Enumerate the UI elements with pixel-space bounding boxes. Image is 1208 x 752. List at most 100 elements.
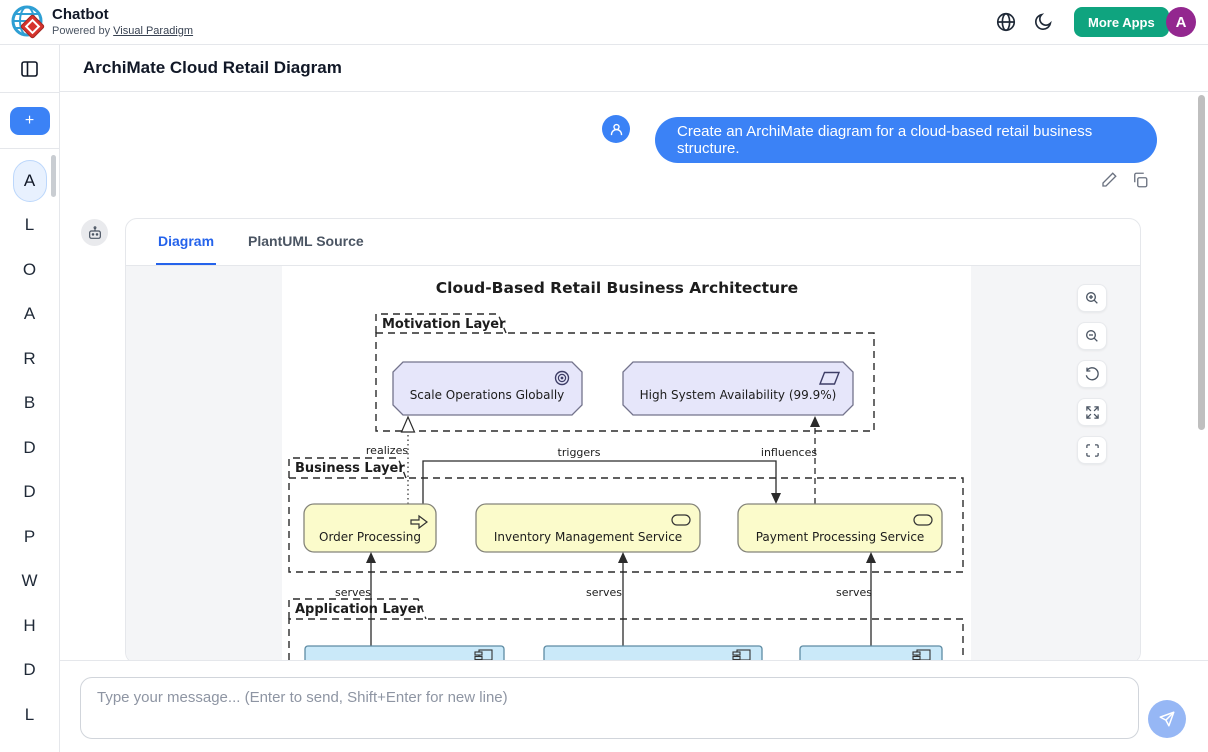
bot-avatar	[81, 219, 108, 246]
fullscreen-button[interactable]	[1077, 436, 1107, 464]
diagram-title: Cloud-Based Retail Business Architecture	[436, 279, 798, 297]
svg-text:serves: serves	[586, 586, 622, 599]
conversation-item[interactable]: H	[23, 615, 36, 635]
element-app-component-2	[543, 645, 763, 660]
sidebar-scrollbar[interactable]	[51, 155, 56, 197]
goal-target-icon	[560, 376, 564, 380]
relation-serves-1: serves	[335, 552, 376, 646]
conversation-item[interactable]: D	[23, 660, 36, 679]
business-service-icon	[671, 514, 691, 526]
element-outcome-availability: High System Availability (99.9%)	[622, 361, 854, 416]
composer-footer	[60, 660, 1208, 752]
diagram-viewport[interactable]: Cloud-Based Retail Business Architecture…	[126, 266, 1140, 660]
robot-icon	[88, 225, 101, 239]
layer-label-application: Application Layer	[295, 602, 423, 617]
element-goal-scale-operations: Scale Operations Globally	[392, 361, 583, 416]
app-title: Chatbot	[52, 6, 109, 23]
tab-plantuml-source[interactable]: PlantUML Source	[248, 233, 364, 249]
svg-text:High System Availability (99.9: High System Availability (99.9%)	[640, 388, 837, 402]
zoom-out-button[interactable]	[1077, 322, 1107, 350]
plus-icon: +	[24, 112, 35, 129]
svg-text:influences: influences	[761, 446, 817, 459]
dark-mode-moon-icon[interactable]	[1032, 11, 1054, 33]
diagram-zoom-controls	[1077, 284, 1107, 474]
reset-view-button[interactable]	[1077, 360, 1107, 388]
new-chat-button[interactable]: +	[9, 107, 50, 135]
conversation-item[interactable]: P	[23, 526, 36, 546]
zoom-out-icon	[1086, 330, 1098, 342]
svg-text:realizes: realizes	[366, 444, 408, 457]
sidebar-toggle-button[interactable]	[16, 55, 44, 83]
tab-diagram[interactable]: Diagram	[156, 219, 217, 265]
conversation-titlebar: ArchiMate Cloud Retail Diagram	[60, 45, 1208, 92]
archimate-diagram-image: Cloud-Based Retail Business Architecture…	[282, 266, 971, 660]
relation-realizes: realizes	[366, 415, 416, 504]
conversation-item[interactable]: A	[23, 304, 36, 323]
element-app-component-1	[304, 645, 505, 660]
visual-paradigm-link[interactable]: Visual Paradigm	[113, 25, 194, 37]
svg-text:Payment Processing Service: Payment Processing Service	[756, 530, 925, 544]
expand-arrows-icon	[1085, 405, 1099, 419]
element-inventory-service: Inventory Management Service	[475, 503, 701, 553]
fullscreen-icon	[1085, 443, 1099, 457]
svg-text:Order Processing: Order Processing	[319, 530, 421, 544]
conversation-item[interactable]: L	[24, 704, 35, 724]
element-app-component-3	[799, 645, 943, 660]
element-payment-service: Payment Processing Service	[737, 503, 943, 553]
relation-triggers: triggers	[422, 446, 781, 504]
chat-scrollbar[interactable]	[1198, 95, 1205, 430]
edit-message-icon[interactable]	[1100, 171, 1118, 189]
message-actions	[1100, 171, 1149, 189]
component-icon	[474, 649, 493, 660]
powered-by: Powered by Visual Paradigm	[52, 25, 194, 37]
send-button[interactable]	[1148, 700, 1186, 738]
svg-text:serves: serves	[836, 586, 872, 599]
zoom-in-button[interactable]	[1077, 284, 1107, 312]
conversation-item[interactable]: R	[23, 348, 36, 368]
conversation-item[interactable]: B	[23, 393, 36, 412]
layer-label-business: Business Layer	[295, 461, 405, 476]
panel-toggle-icon	[21, 60, 38, 77]
relation-influences: influences	[761, 416, 820, 504]
expand-button[interactable]	[1077, 398, 1107, 426]
svg-text:Inventory Management Service: Inventory Management Service	[494, 530, 682, 544]
conversation-item[interactable]: D	[23, 482, 36, 501]
language-globe-icon[interactable]	[995, 11, 1017, 33]
relation-serves-3: serves	[836, 552, 876, 646]
conversation-item[interactable]: A	[12, 159, 47, 202]
response-tabs: Diagram PlantUML Source	[126, 219, 1140, 266]
outcome-icon	[818, 371, 841, 385]
page-title: ArchiMate Cloud Retail Diagram	[83, 58, 342, 77]
visual-paradigm-logo-icon	[11, 5, 45, 39]
conversation-item[interactable]: L	[24, 215, 35, 234]
user-message-avatar	[602, 115, 630, 143]
brand-block: Chatbot Powered by Visual Paradigm	[52, 6, 193, 38]
svg-text:triggers: triggers	[558, 446, 601, 459]
reset-rotate-icon	[1085, 367, 1099, 381]
business-service-icon	[913, 514, 933, 526]
person-icon	[610, 123, 622, 135]
bot-response-card: Diagram PlantUML Source Cloud-Based Reta…	[125, 218, 1141, 660]
conversation-item[interactable]: O	[22, 259, 37, 279]
user-account-avatar[interactable]: A	[1166, 7, 1196, 37]
chat-scroll-area: Create an ArchiMate diagram for a cloud-…	[60, 92, 1208, 660]
component-icon	[912, 649, 931, 660]
copy-message-icon[interactable]	[1131, 171, 1149, 189]
conversation-sidebar: + A L O A R B D D P W H D L	[0, 45, 60, 752]
app-header: Chatbot Powered by Visual Paradigm More …	[0, 0, 1208, 45]
zoom-in-icon	[1086, 292, 1098, 304]
conversation-item[interactable]: W	[21, 571, 38, 590]
element-order-processing: Order Processing	[303, 503, 437, 553]
send-paper-plane-icon	[1159, 711, 1175, 727]
svg-text:serves: serves	[335, 586, 371, 599]
more-apps-button[interactable]: More Apps	[1074, 7, 1169, 37]
svg-text:Scale Operations Globally: Scale Operations Globally	[410, 388, 565, 402]
component-icon	[732, 649, 751, 660]
user-message-bubble: Create an ArchiMate diagram for a cloud-…	[655, 117, 1157, 163]
conversation-list: A L O A R B D D P W H D L	[0, 149, 59, 736]
message-input[interactable]	[80, 677, 1139, 739]
layer-label-motivation: Motivation Layer	[382, 317, 506, 332]
conversation-item[interactable]: D	[23, 437, 36, 457]
relation-serves-2: serves	[586, 552, 628, 646]
business-process-icon	[410, 514, 428, 530]
